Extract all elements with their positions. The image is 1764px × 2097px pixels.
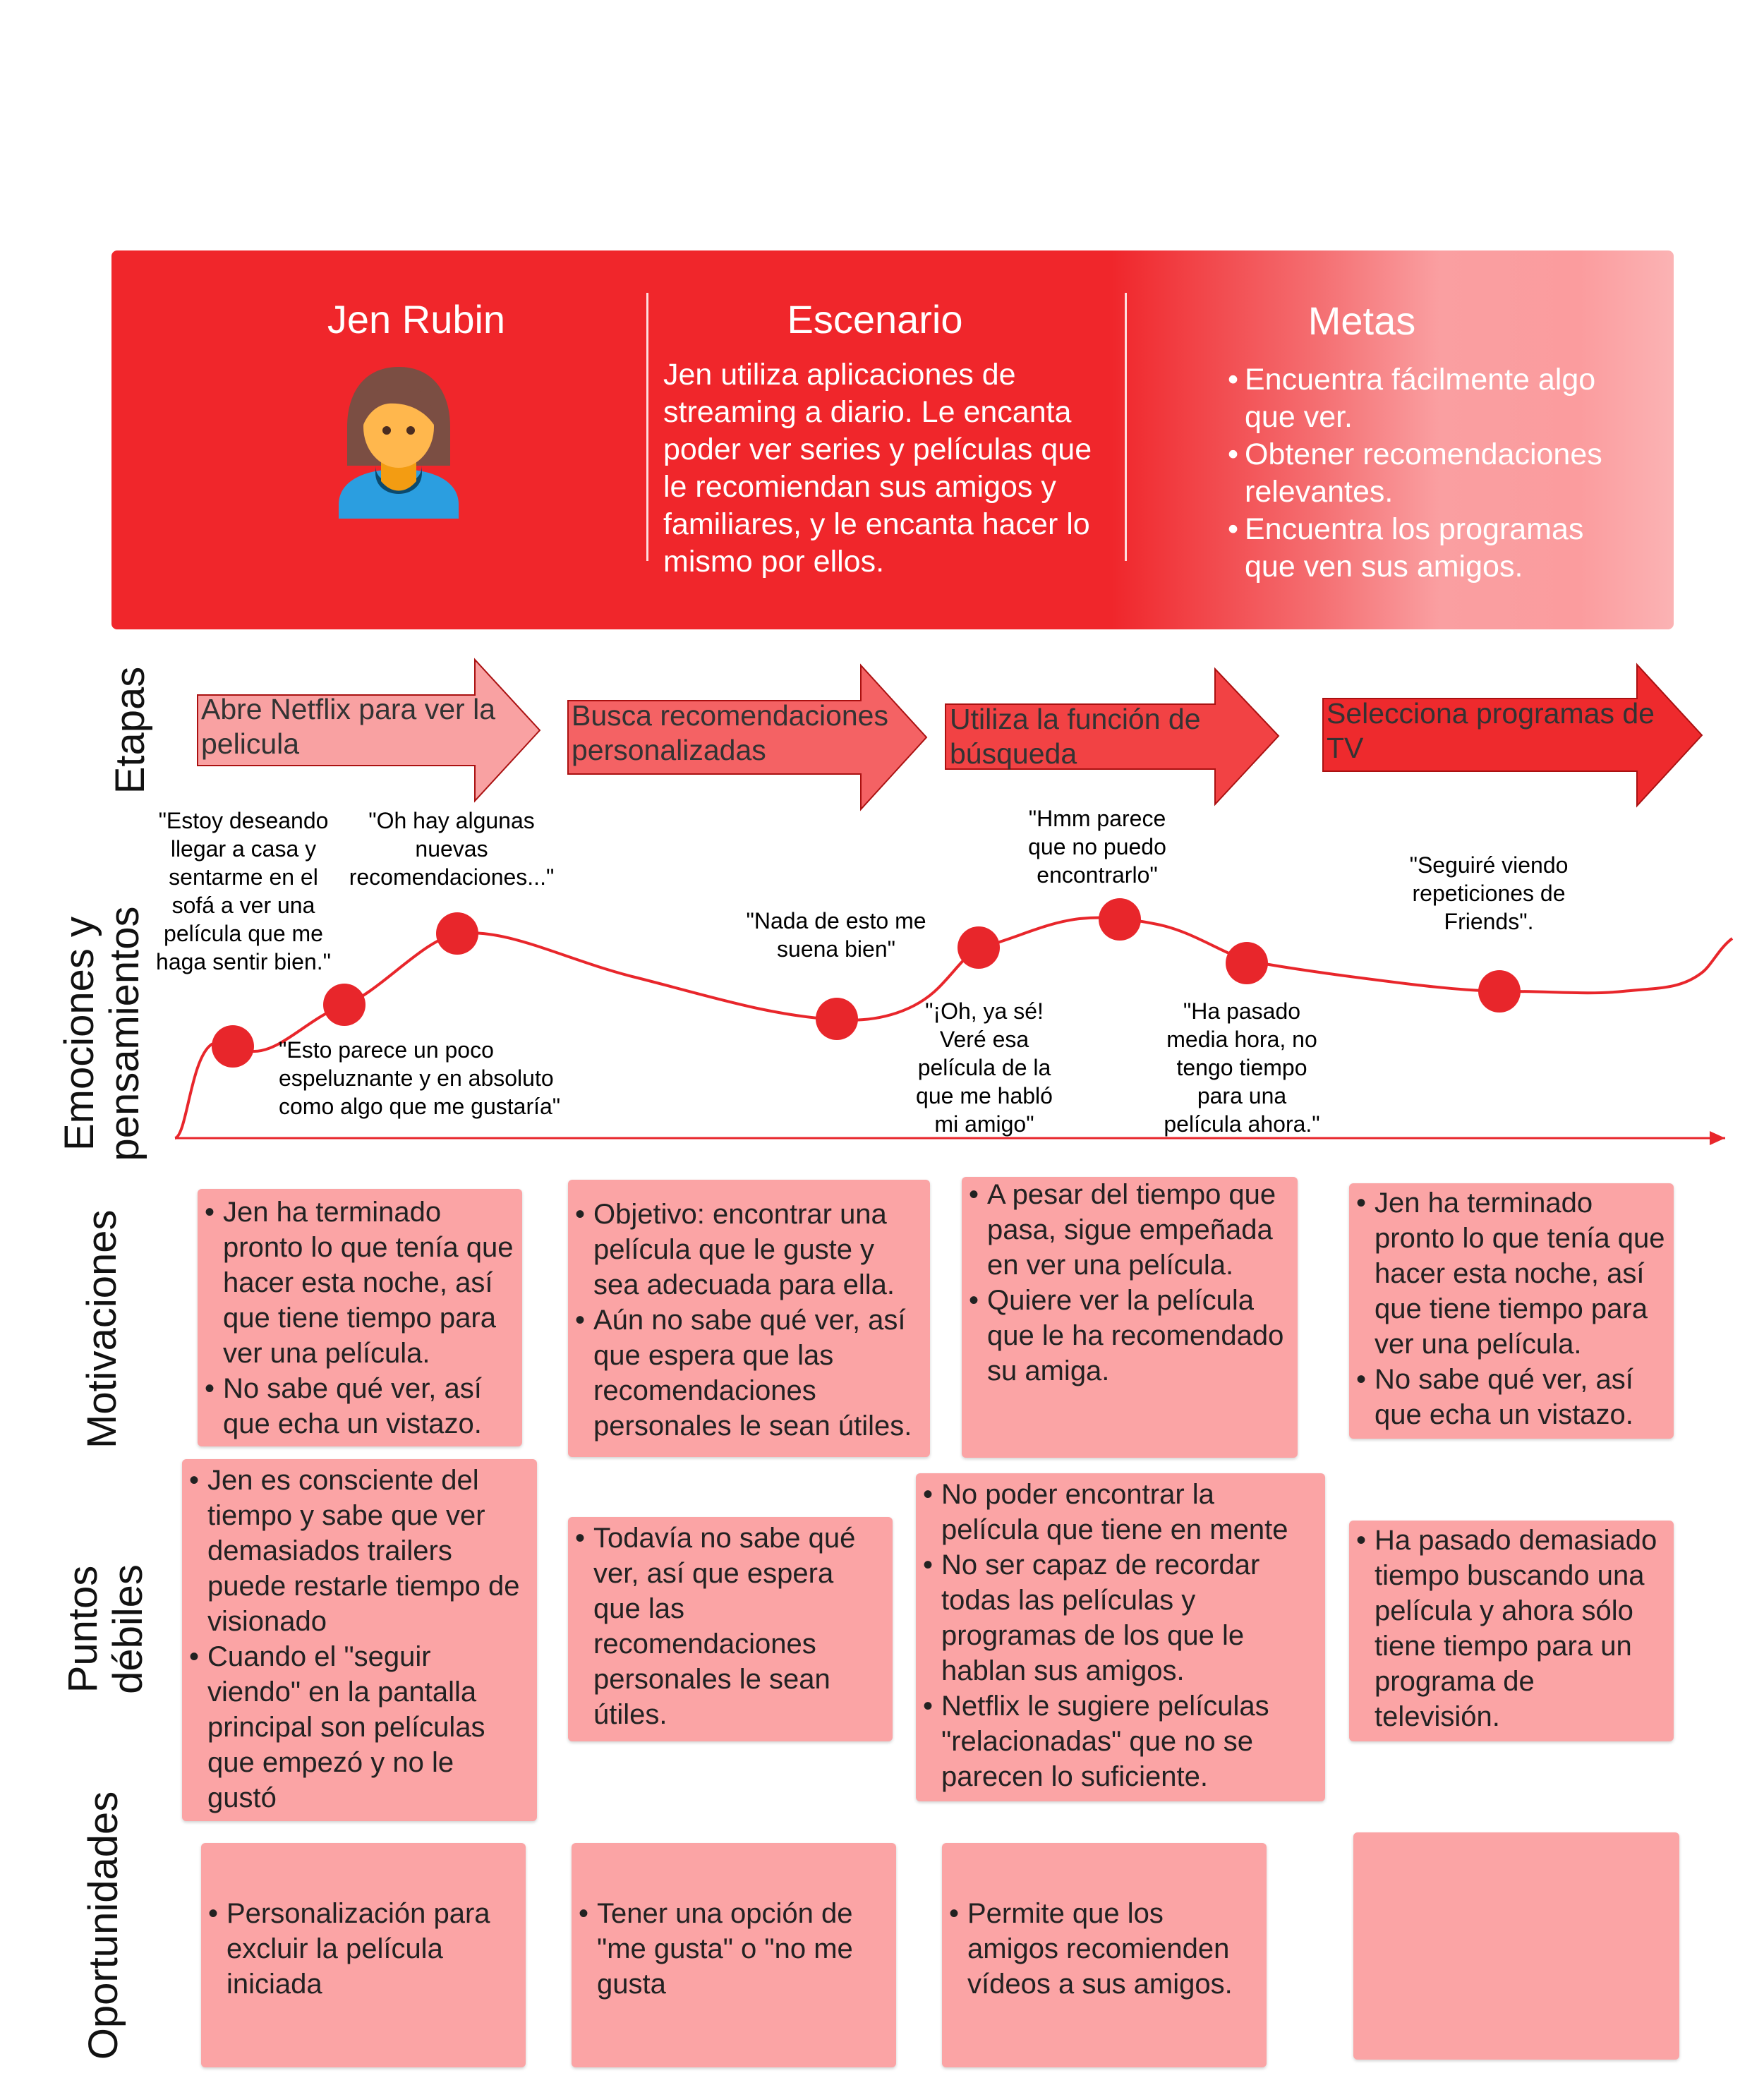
goal-item: Obtener recomendaciones relevantes. (1228, 436, 1623, 511)
goals-title: Metas (1307, 298, 1416, 343)
opportunity-card: Personalización para excluir la película… (201, 1843, 526, 2067)
goal-item: Encuentra los programas que ven sus amig… (1228, 511, 1623, 586)
emotion-quote: "Oh hay algunas nuevas recomendaciones..… (349, 808, 555, 890)
pain-point-item: Cuando el "seguir viendo" en la pantalla… (189, 1639, 530, 1815)
stage-label: Utiliza la función de búsqueda (950, 703, 1201, 770)
opportunity-item: Permite que los amigos recomienden vídeo… (949, 1896, 1259, 2002)
pain-point-item: Todavía no sabe qué ver, así que espera … (575, 1521, 886, 1732)
opportunity-item: Tener una opción de "me gusta" o "no me … (579, 1896, 889, 2002)
emotion-quote: "Hmm parece que no puedo encontrarlo" (1028, 806, 1166, 888)
goal-item: Encuentra fácilmente algo que ver. (1228, 361, 1623, 436)
pain-point-item: Netflix le sugiere películas "relacionad… (923, 1688, 1318, 1794)
goals-list: Encuentra fácilmente algo que ver. Obten… (1228, 361, 1623, 586)
emotion-point (816, 998, 858, 1040)
motivation-item: Jen ha terminado pronto lo que tenía que… (1356, 1185, 1667, 1362)
stage-arrow (945, 667, 1280, 806)
motivation-item: Quiere ver la película que le ha recomen… (969, 1283, 1291, 1389)
row-label-pain-line2: débiles (105, 1564, 151, 1694)
emotion-point (323, 984, 366, 1026)
emotion-point (957, 926, 1000, 969)
header-divider (1125, 293, 1127, 561)
stage-label: Busca recomendaciones personalizadas (572, 699, 888, 766)
timeline-arrowhead (1710, 1131, 1725, 1145)
row-label-pain-line1: Puntos (60, 1565, 106, 1693)
motivation-item: No sabe qué ver, así que echa un vistazo… (1356, 1362, 1667, 1432)
opportunity-item: Personalización para excluir la película… (208, 1896, 519, 2002)
opportunity-card (1353, 1832, 1679, 2060)
stage-arrow (567, 663, 928, 811)
motivation-card: Objetivo: encontrar una película que le … (568, 1180, 930, 1457)
motivation-item: Aún no sabe qué ver, así que espera que … (575, 1303, 923, 1444)
row-label-opportunities: Oportunidades (80, 1791, 126, 2060)
pain-point-card: No poder encontrar la película que tiene… (916, 1473, 1325, 1801)
emotion-quote: "Seguiré viendo repeticiones de Friends"… (1409, 852, 1569, 934)
stage-label: Abre Netflix para ver la pelicula (201, 693, 496, 760)
row-label-motivations: Motivaciones (79, 1209, 125, 1449)
emotion-quote: "¡Oh, ya sé! Veré esa película de la que… (916, 998, 1053, 1137)
emotion-point (212, 1025, 254, 1068)
emotion-quote: "Estoy deseando llegar a casa y sentarme… (156, 808, 331, 974)
stage-arrow (1322, 663, 1703, 808)
emotion-point (1478, 970, 1521, 1013)
header-divider (646, 293, 648, 561)
pain-point-card: Ha pasado demasiado tiempo buscando una … (1349, 1521, 1674, 1741)
pain-point-item: No ser capaz de recordar todas las pelíc… (923, 1547, 1318, 1688)
emotion-point (436, 912, 478, 955)
stage-arrow (197, 658, 541, 803)
motivation-item: Jen ha terminado pronto lo que tenía que… (205, 1195, 515, 1371)
emotion-point (1099, 898, 1141, 941)
stages-svg (197, 658, 1703, 811)
stage-label: Selecciona programas de TV (1327, 697, 1655, 764)
pain-point-card: Todavía no sabe qué ver, así que espera … (568, 1517, 893, 1741)
pain-point-item: Jen es consciente del tiempo y sabe que … (189, 1463, 530, 1639)
motivation-card: Jen ha terminado pronto lo que tenía que… (1349, 1183, 1674, 1439)
pain-point-item: Ha pasado demasiado tiempo buscando una … (1356, 1523, 1667, 1734)
pain-point-item: No poder encontrar la película que tiene… (923, 1477, 1318, 1547)
opportunity-card: Tener una opción de "me gusta" o "no me … (572, 1843, 896, 2067)
opportunity-card: Permite que los amigos recomienden vídeo… (942, 1843, 1267, 2067)
pain-point-card: Jen es consciente del tiempo y sabe que … (182, 1459, 537, 1821)
emotion-chart (174, 898, 1734, 1145)
emotion-point (1226, 942, 1268, 984)
row-label-pain-points: Puntos débiles (60, 1559, 151, 1700)
motivation-card: Jen ha terminado pronto lo que tenía que… (198, 1189, 522, 1446)
emotion-quote: "Nada de esto me suena bien" (746, 908, 926, 962)
scenario-title: Escenario (787, 297, 963, 342)
woman-avatar-icon (332, 360, 466, 519)
motivation-item: A pesar del tiempo que pasa, sigue empeñ… (969, 1177, 1291, 1283)
emotion-quote: "Esto parece un poco espeluznante y en a… (279, 1037, 561, 1119)
scenario-text: Jen utiliza aplicaciones de streaming a … (663, 358, 1092, 579)
motivation-item: Objetivo: encontrar una película que le … (575, 1197, 923, 1303)
motivation-item: No sabe qué ver, así que echa un vistazo… (205, 1371, 515, 1442)
motivation-card: A pesar del tiempo que pasa, sigue empeñ… (962, 1177, 1298, 1458)
persona-name: Jen Rubin (327, 297, 506, 342)
emotion-quote: "Ha pasado media hora, no tengo tiempo p… (1164, 998, 1320, 1137)
